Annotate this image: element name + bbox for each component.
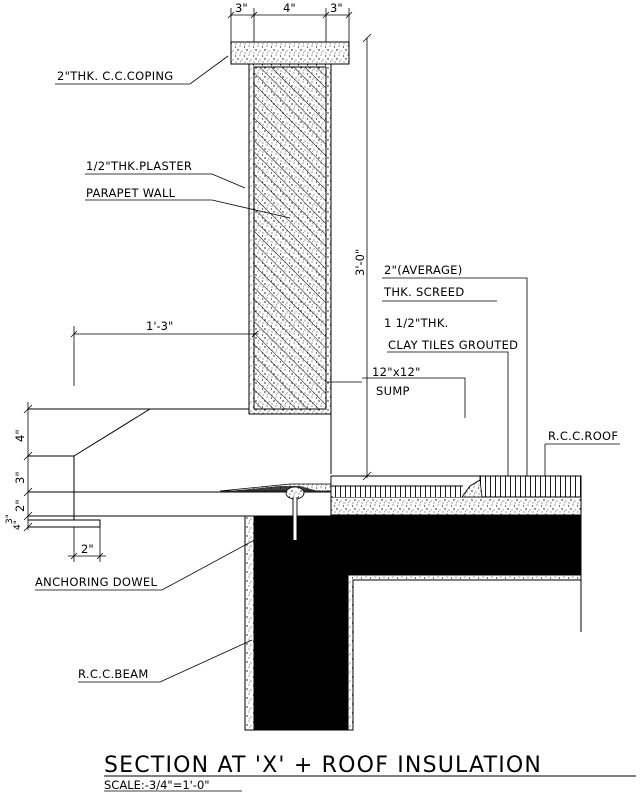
anchoring-dowel <box>285 486 305 540</box>
screed-layer <box>330 496 582 516</box>
drawing-scale: SCALE:-3/4"=1'-0" <box>104 778 210 792</box>
dim-overhang: 1'-3" <box>146 319 173 333</box>
top-dimensions: 3" 4" 3" <box>227 1 353 42</box>
overhang-outline <box>28 408 332 528</box>
label-tiles-1: 1 1/2"THK. <box>384 316 449 330</box>
dim-left-small2: 4" <box>13 520 23 530</box>
label-rcc-roof: R.C.C.ROOF <box>548 429 618 443</box>
label-screed-1: 2"(AVERAGE) <box>384 263 463 277</box>
label-sump-2: SUMP <box>376 384 410 398</box>
drip-dimension: 2" <box>68 527 106 562</box>
dim-left-2: 2" <box>13 499 27 512</box>
parapet-height-dimension: 3'-0" <box>353 33 372 481</box>
overhang-dimension: 1'-3" <box>70 319 259 386</box>
dim-top-left: 3" <box>235 1 248 15</box>
coping-block <box>230 41 350 65</box>
label-plaster: 1/2"THK.PLASTER <box>86 159 192 173</box>
label-tiles-2: CLAY TILES GROUTED <box>388 338 518 352</box>
label-sump-1: 12"x12" <box>372 365 421 379</box>
dim-parapet-height: 3'-0" <box>353 249 367 276</box>
label-dowel: ANCHORING DOWEL <box>35 575 157 589</box>
dim-left-4: 4" <box>13 429 27 442</box>
dim-top-right: 3" <box>330 1 343 15</box>
parapet-wall <box>253 66 327 410</box>
dim-top-mid: 4" <box>283 1 296 15</box>
leaders <box>35 55 620 683</box>
drawing-title: SECTION AT 'X' + ROOF INSULATION <box>104 753 542 778</box>
label-coping: 2"THK. C.C.COPING <box>57 69 174 83</box>
dim-left-3: 3" <box>13 471 27 484</box>
dim-drip: 2" <box>81 542 94 556</box>
label-screed-2: THK. SCREED <box>383 285 465 299</box>
label-beam: R.C.C.BEAM <box>78 667 149 681</box>
sump-tiles <box>333 486 463 497</box>
rcc-roof-slab <box>253 515 582 731</box>
dim-left-small: 3" <box>5 514 15 524</box>
sump-fill <box>461 479 483 498</box>
left-dimensions: 4" 3" 2" 3" 4" <box>5 402 33 532</box>
label-parapet: PARAPET WALL <box>86 186 176 200</box>
